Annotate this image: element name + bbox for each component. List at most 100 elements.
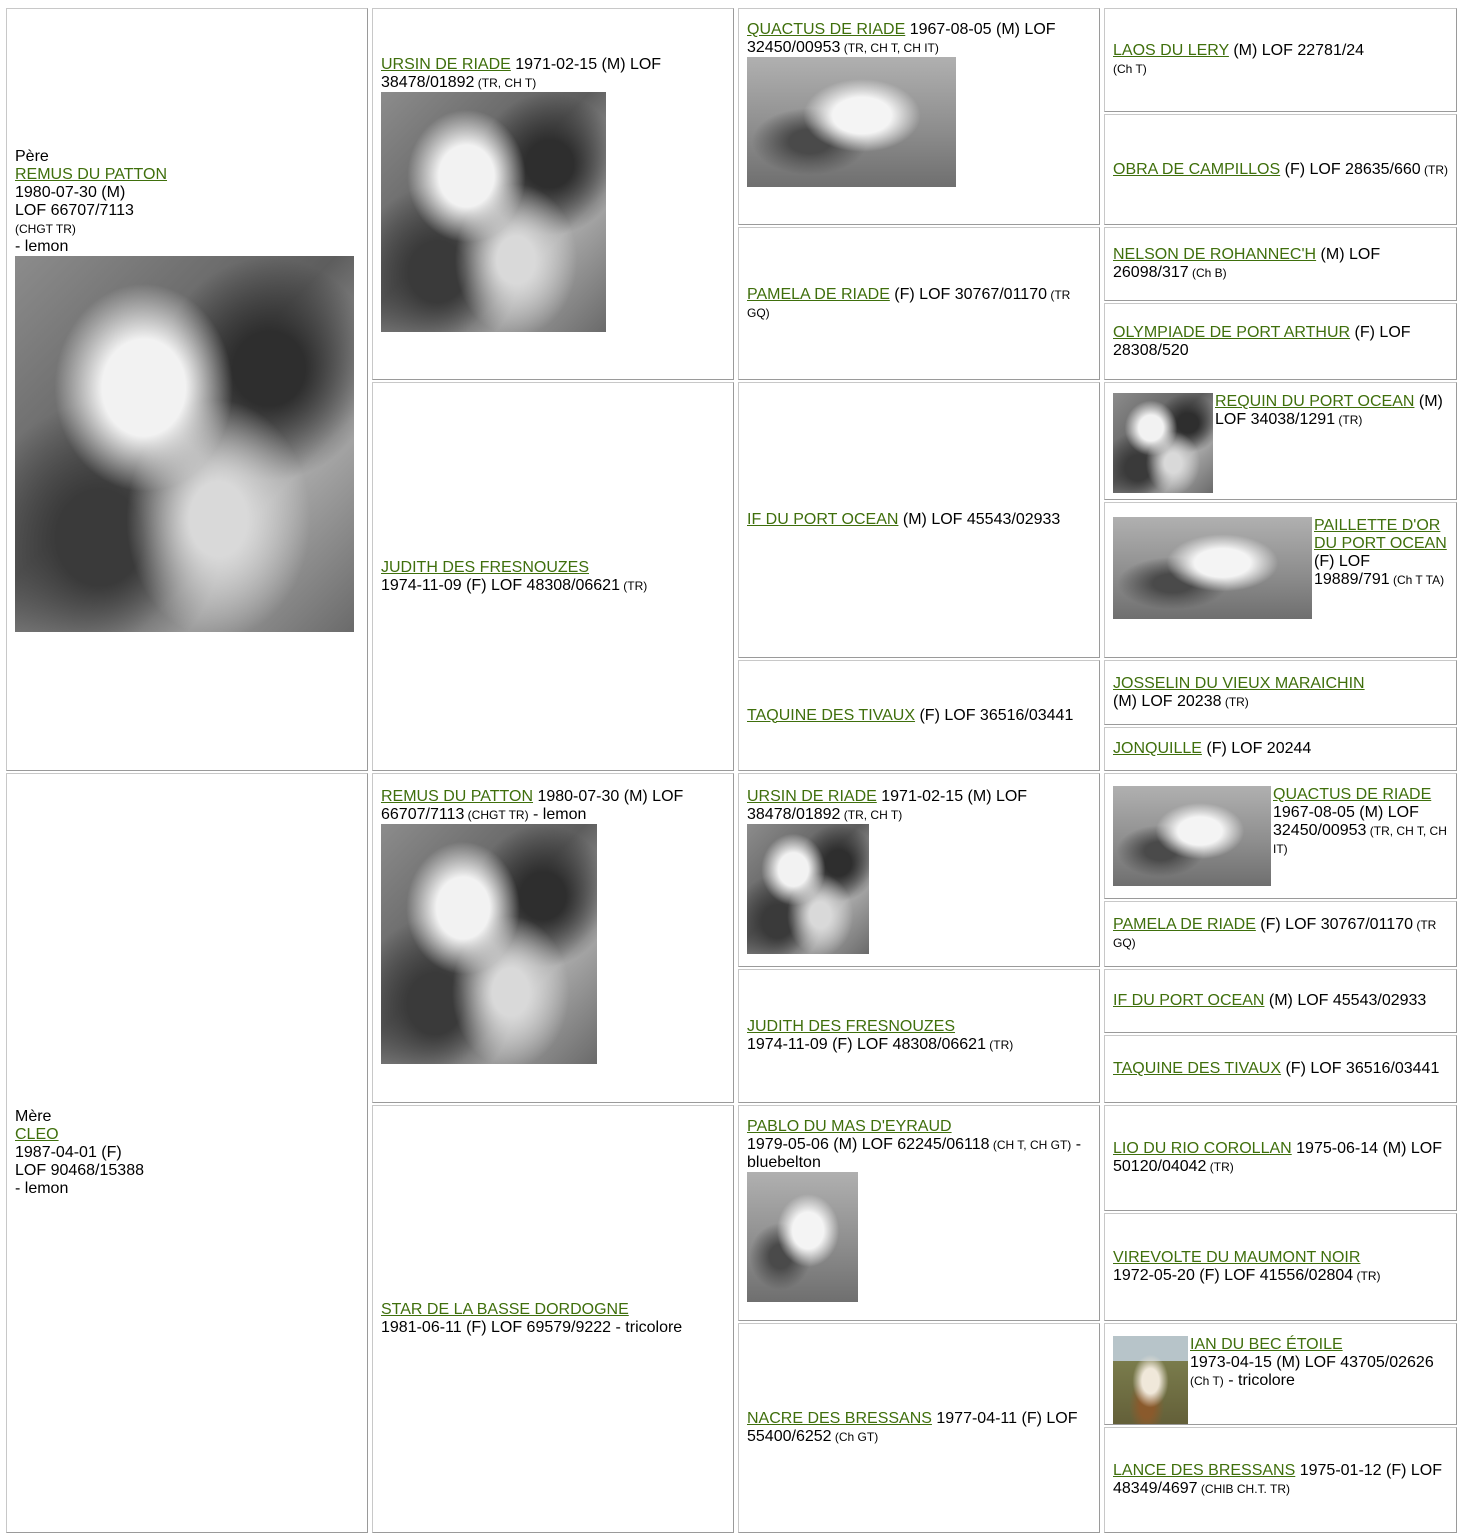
sire-photo[interactable] — [15, 255, 354, 632]
gen2-titles: (CHGT TR) — [464, 808, 529, 822]
gen2-link[interactable]: URSIN DE RIADE — [381, 56, 511, 73]
gen4-cell: OLYMPIADE DE PORT ARTHUR (F) LOF 28308/5… — [1104, 303, 1457, 380]
gen2-color: - lemon — [528, 806, 587, 823]
gen4-titles: (TR, CH T, CH IT) — [1273, 824, 1447, 856]
gen3-titles: (TR, CH T, CH IT) — [840, 41, 939, 55]
gen3-link[interactable]: QUACTUS DE RIADE — [747, 21, 906, 38]
gen4-photo[interactable] — [1113, 786, 1271, 886]
gen4-cell: JOSSELIN DU VIEUX MARAICHIN (M) LOF 2023… — [1104, 660, 1457, 725]
gen4-cell: LANCE DES BRESSANS 1975-01-12 (F) LOF 48… — [1104, 1427, 1457, 1533]
gen4-color: - tricolore — [1223, 1372, 1295, 1389]
gen4-link[interactable]: VIREVOLTE DU MAUMONT NOIR — [1113, 1249, 1361, 1266]
gen3-titles: (TR) — [985, 1038, 1014, 1052]
gen4-link[interactable]: LAOS DU LERY — [1113, 42, 1229, 59]
gen4-info: (M) LOF 26098/317 — [1113, 246, 1381, 281]
gen4-link[interactable]: REQUIN DU PORT OCEAN — [1215, 393, 1415, 410]
gen4-cell: TAQUINE DES TIVAUX (F) LOF 36516/03441 — [1104, 1035, 1457, 1103]
gen2-photo[interactable] — [381, 92, 606, 332]
gen3-photo[interactable] — [747, 57, 956, 187]
gen4-cell: IF DU PORT OCEAN (M) LOF 45543/02933 — [1104, 969, 1457, 1033]
gen3-info: (F) LOF 30767/01170 — [889, 285, 1047, 303]
gen3-link[interactable]: PAMELA DE RIADE — [747, 285, 890, 303]
gen2-titles: (TR) — [619, 578, 648, 593]
gen2-link[interactable]: JUDITH DES FRESNOUZES — [381, 558, 590, 576]
gen4-info: (F) LOF 28308/520 — [1113, 323, 1411, 359]
gen4-info: (M) LOF 34038/1291 — [1215, 393, 1443, 428]
gen3-photo[interactable] — [747, 824, 869, 954]
gen4-link[interactable]: QUACTUS DE RIADE — [1273, 786, 1432, 803]
gen3-link[interactable]: JUDITH DES FRESNOUZES — [747, 1018, 956, 1035]
gen3-link[interactable]: PABLO DU MAS D'EYRAUD — [747, 1118, 952, 1135]
gen4-link[interactable]: IF DU PORT OCEAN — [1113, 992, 1265, 1009]
sire-link[interactable]: REMUS DU PATTON — [15, 165, 168, 183]
gen4-info: (F) LOF 19889/791 — [1314, 553, 1390, 588]
gen4-info: (F) LOF 36516/03441 — [1281, 1060, 1440, 1077]
gen3-photo[interactable] — [747, 1172, 858, 1302]
gen4-link[interactable]: OLYMPIADE DE PORT ARTHUR — [1113, 323, 1351, 341]
gen4-link[interactable]: NELSON DE ROHANNEC'H — [1113, 246, 1317, 263]
gen2-cell: URSIN DE RIADE 1971-02-15 (M) LOF 38478/… — [372, 8, 734, 380]
gen3-info: 1974-11-09 (F) LOF 48308/06621 — [747, 1036, 986, 1053]
gen3-info: 1967-08-05 (M) LOF 32450/00953 — [747, 21, 1056, 56]
gen3-titles: (TR GQ) — [747, 287, 1071, 320]
gen4-link[interactable]: LANCE DES BRESSANS — [1113, 1462, 1296, 1479]
gen2-cell: JUDITH DES FRESNOUZES 1974-11-09 (F) LOF… — [372, 382, 734, 771]
gen3-link[interactable]: NACRE DES BRESSANS — [747, 1410, 932, 1427]
gen4-link[interactable]: JONQUILLE — [1113, 740, 1202, 757]
gen3-info: (F) LOF 36516/03441 — [915, 706, 1074, 724]
gen3-info: (M) LOF 45543/02933 — [898, 511, 1061, 528]
dam-role: Mère — [15, 1108, 52, 1125]
gen3-cell: PAMELA DE RIADE (F) LOF 30767/01170 (TR … — [738, 227, 1100, 380]
gen4-link[interactable]: JOSSELIN DU VIEUX MARAICHIN — [1113, 674, 1365, 692]
gen4-info: (M) LOF 22781/24 — [1228, 42, 1365, 59]
gen4-titles: (TR) — [1206, 1160, 1234, 1174]
gen4-link[interactable]: OBRA DE CAMPILLOS — [1113, 160, 1281, 178]
dam-sex: (F) — [101, 1144, 122, 1161]
gen4-titles: (CHIB CH.T. TR) — [1197, 1482, 1290, 1496]
gen4-link[interactable]: PAMELA DE RIADE — [1113, 916, 1256, 933]
gen3-titles: (CH T, CH GT) — [989, 1138, 1072, 1152]
gen3-link[interactable]: URSIN DE RIADE — [747, 788, 877, 805]
gen2-info: 1971-02-15 (M) LOF 38478/01892 — [381, 56, 662, 91]
gen3-cell: NACRE DES BRESSANS 1977-04-11 (F) LOF 55… — [738, 1323, 1100, 1533]
gen2-link[interactable]: STAR DE LA BASSE DORDOGNE — [381, 1301, 629, 1318]
gen3-color: - bluebelton — [747, 1136, 1082, 1171]
gen3-cell: URSIN DE RIADE 1971-02-15 (M) LOF 38478/… — [738, 773, 1100, 967]
gen4-cell: REQUIN DU PORT OCEAN (M) LOF 34038/1291 … — [1104, 382, 1457, 500]
gen3-titles: (Ch GT) — [831, 1430, 879, 1444]
dam-date: 1987-04-01 — [15, 1144, 97, 1161]
gen4-link[interactable]: PAILLETTE D'OR DU PORT OCEAN — [1314, 517, 1447, 552]
gen4-cell: LAOS DU LERY (M) LOF 22781/24 (Ch T) — [1104, 8, 1457, 112]
gen3-link[interactable]: IF DU PORT OCEAN — [747, 511, 899, 528]
gen4-titles: (TR) — [1221, 694, 1249, 709]
gen3-titles: (TR, CH T) — [840, 808, 903, 822]
gen4-cell: OBRA DE CAMPILLOS (F) LOF 28635/660 (TR) — [1104, 114, 1457, 225]
gen4-link[interactable]: LIO DU RIO COROLLAN — [1113, 1140, 1292, 1157]
dam-registration: LOF 90468/15388 — [15, 1162, 144, 1179]
gen4-cell: LIO DU RIO COROLLAN 1975-06-14 (M) LOF 5… — [1104, 1105, 1457, 1211]
sire-color: - lemon — [15, 237, 69, 255]
gen4-photo[interactable] — [1113, 393, 1213, 493]
gen4-titles: (TR) — [1335, 413, 1363, 427]
gen4-photo[interactable] — [1113, 517, 1312, 619]
gen4-info: (F) LOF 30767/01170 — [1255, 916, 1413, 933]
gen2-link[interactable]: REMUS DU PATTON — [381, 788, 534, 805]
gen3-cell: JUDITH DES FRESNOUZES 1974-11-09 (F) LOF… — [738, 969, 1100, 1103]
dam-link[interactable]: CLEO — [15, 1126, 59, 1143]
gen4-info: (F) LOF 20244 — [1201, 740, 1312, 757]
gen4-info: (F) LOF 28635/660 — [1280, 160, 1421, 178]
gen3-info: 1977-04-11 (F) LOF 55400/6252 — [747, 1410, 1078, 1445]
gen4-photo[interactable] — [1113, 1336, 1188, 1424]
gen4-link[interactable]: TAQUINE DES TIVAUX — [1113, 1060, 1282, 1077]
gen4-titles: (Ch T TA) — [1389, 573, 1445, 587]
dam-cell: Mère CLEO 1987-04-01 (F) LOF 90468/15388… — [6, 773, 368, 1533]
gen2-cell: REMUS DU PATTON 1980-07-30 (M) LOF 66707… — [372, 773, 734, 1103]
gen2-info: 1981-06-11 (F) LOF 69579/9222 - tricolor… — [381, 1319, 683, 1336]
gen2-info: 1980-07-30 (M) LOF 66707/7113 — [381, 788, 684, 823]
gen4-link[interactable]: IAN DU BEC ÉTOILE — [1190, 1336, 1343, 1353]
gen2-photo[interactable] — [381, 824, 597, 1064]
sire-date: 1980-07-30 — [15, 183, 97, 201]
gen3-link[interactable]: TAQUINE DES TIVAUX — [747, 706, 916, 724]
gen3-info: 1979-05-06 (M) LOF 62245/06118 — [747, 1136, 990, 1153]
sire-sex: (M) — [101, 183, 126, 201]
